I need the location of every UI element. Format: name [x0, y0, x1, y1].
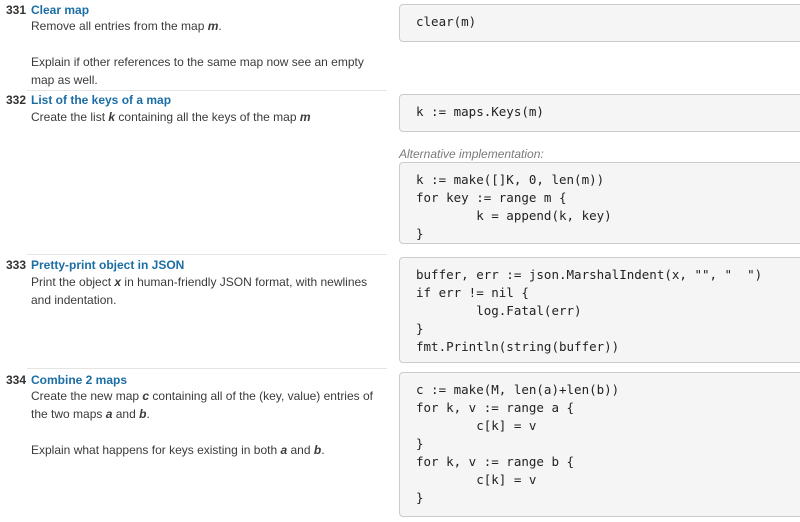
- code-block[interactable]: buffer, err := json.MarshalIndent(x, "",…: [399, 257, 800, 363]
- entry-explanation: Explain what happens for keys existing i…: [31, 441, 386, 459]
- desc-var: a: [105, 407, 113, 421]
- separator: [27, 254, 387, 255]
- desc-text: containing all of the (key, value) entri…: [31, 389, 373, 421]
- entry-title-link[interactable]: List of the keys of a map: [31, 93, 172, 107]
- desc-text: Print the object: [31, 275, 115, 289]
- desc-var: c: [142, 389, 150, 403]
- desc-text: and: [112, 407, 140, 421]
- desc-text: containing all the keys of the map: [115, 110, 300, 124]
- entry-number: 332: [6, 93, 27, 107]
- desc-var: a: [280, 443, 288, 457]
- alternative-implementation-label: Alternative implementation:: [399, 147, 544, 161]
- desc-var: m: [207, 19, 219, 33]
- alternative-code-block[interactable]: k := make([]K, 0, len(m)) for key := ran…: [399, 162, 800, 244]
- entry-description: Create the new map c containing all of t…: [31, 387, 386, 423]
- desc-var: k: [108, 110, 116, 124]
- code-block[interactable]: k := maps.Keys(m): [399, 94, 800, 132]
- desc-text: .: [146, 407, 150, 421]
- desc-var: b: [139, 407, 147, 421]
- entry-description: Create the list k containing all the key…: [31, 108, 386, 126]
- desc-text: in human-friendly JSON format, with newl…: [31, 275, 368, 307]
- desc-var: b: [313, 443, 322, 457]
- desc-text: and: [287, 443, 314, 457]
- code-block[interactable]: clear(m): [399, 4, 800, 42]
- entry-explanation: Explain if other references to the same …: [31, 55, 364, 87]
- desc-text: Create the new map: [31, 389, 143, 403]
- entry-number: 334: [6, 373, 27, 387]
- separator: [27, 90, 387, 91]
- desc-text: Explain what happens for keys existing i…: [31, 443, 281, 457]
- desc-text: Remove all entries from the map: [31, 19, 208, 33]
- desc-text: .: [321, 443, 325, 457]
- desc-var: m: [299, 110, 311, 124]
- entry-title-link[interactable]: Clear map: [31, 3, 90, 17]
- desc-text: Create the list: [31, 110, 109, 124]
- entry-number: 333: [6, 258, 27, 272]
- desc-text: .: [218, 19, 222, 33]
- entry-number: 331: [6, 3, 27, 17]
- entry-description: Print the object x in human-friendly JSO…: [31, 273, 386, 309]
- code-block[interactable]: c := make(M, len(a)+len(b)) for k, v := …: [399, 372, 800, 517]
- entry-title-link[interactable]: Combine 2 maps: [31, 373, 128, 387]
- desc-var: x: [114, 275, 122, 289]
- entry-description: Remove all entries from the map m.: [31, 17, 386, 35]
- separator: [27, 368, 387, 369]
- entry-title-link[interactable]: Pretty-print object in JSON: [31, 258, 185, 272]
